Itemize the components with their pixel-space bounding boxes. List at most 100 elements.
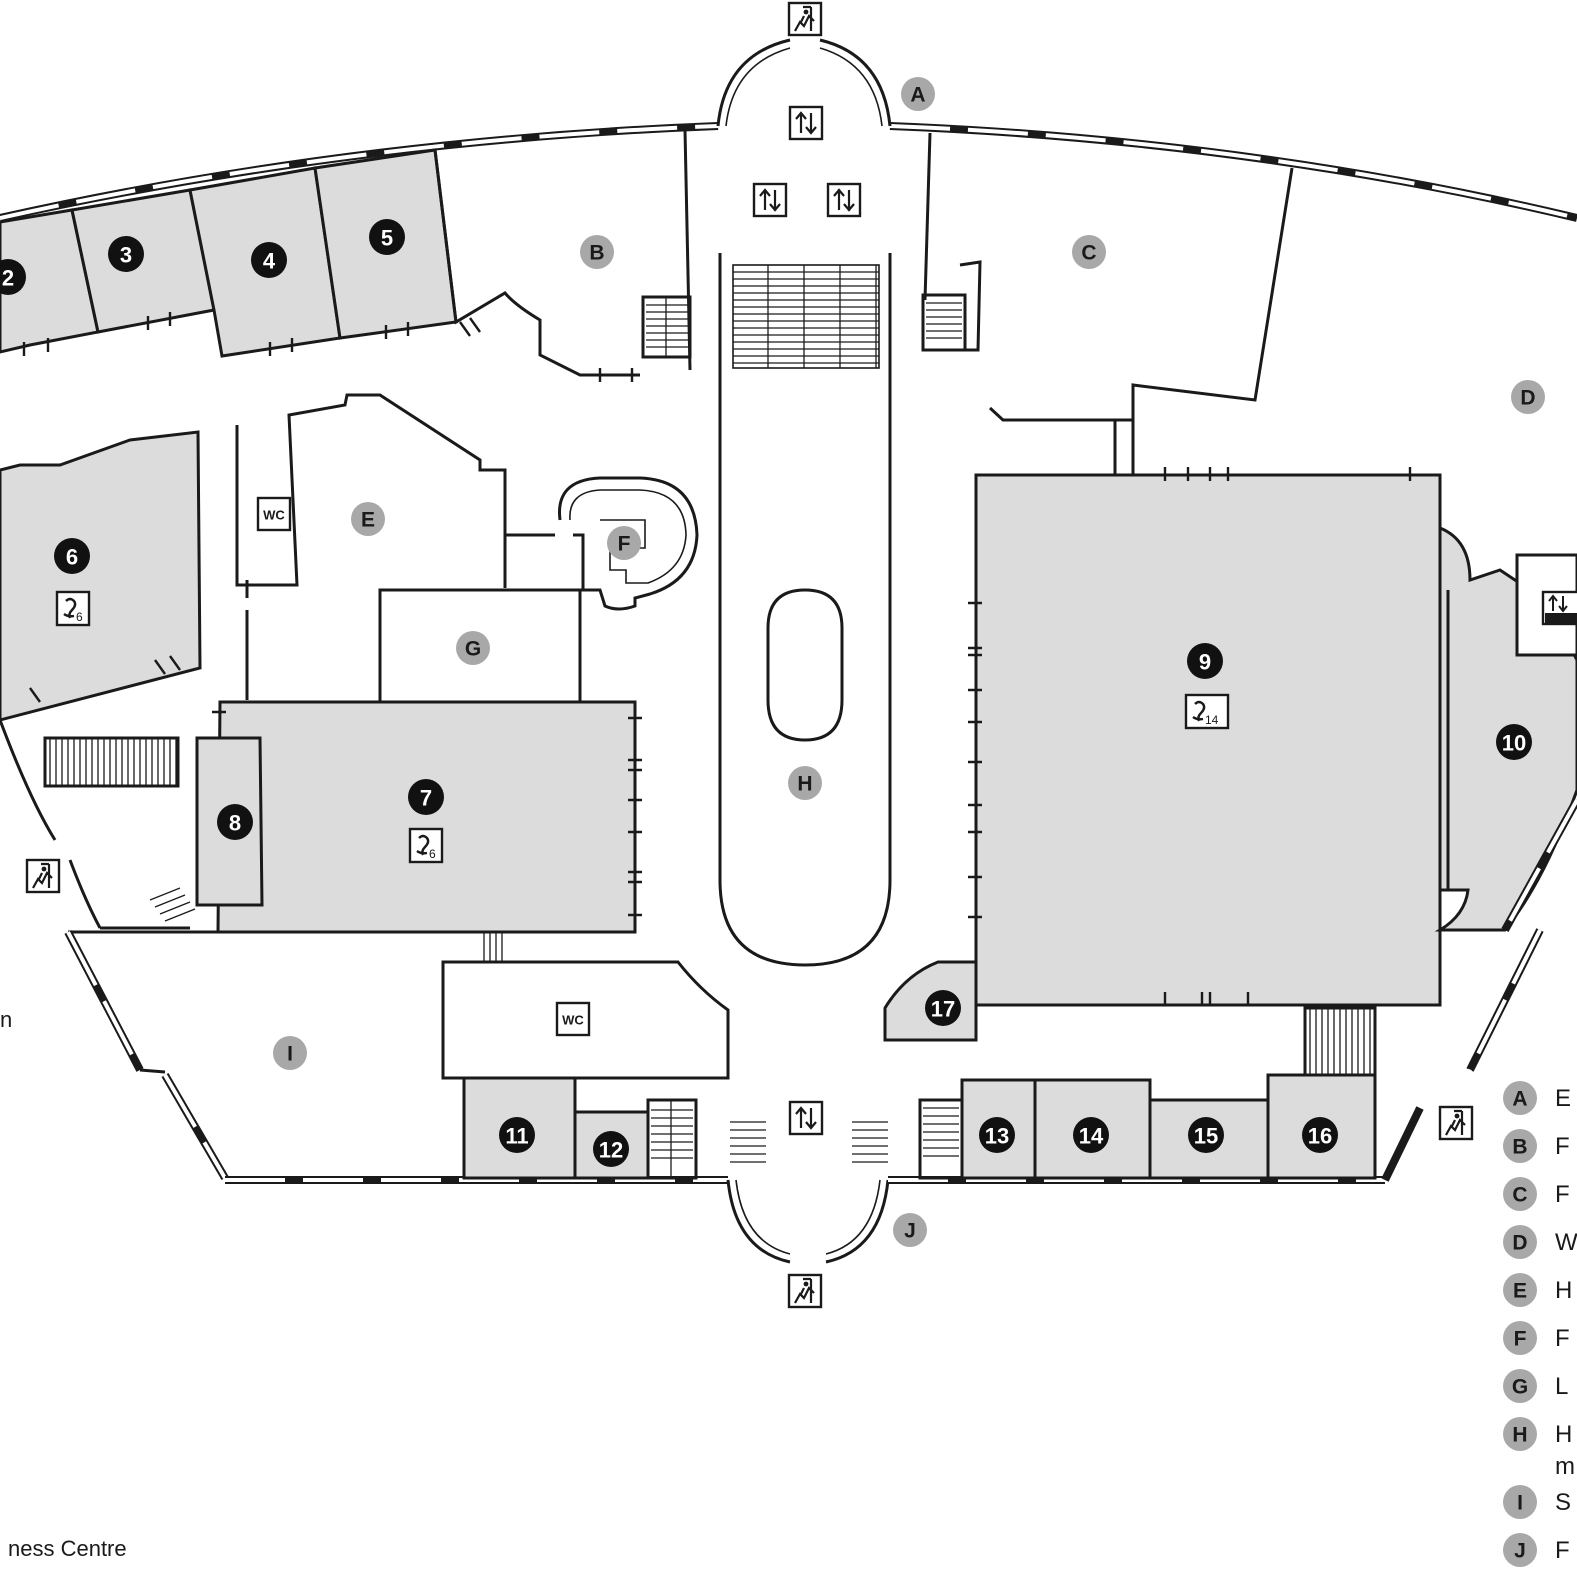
room-marker-10: 10 — [1496, 724, 1532, 760]
room-marker-14: 14 — [1073, 1117, 1109, 1153]
caption-left-edge: n — [0, 1007, 12, 1032]
room-marker-label: 8 — [229, 811, 241, 836]
area-marker-label: C — [1081, 242, 1096, 265]
lift-icon — [826, 182, 862, 218]
room-marker-5: 5 — [369, 219, 405, 255]
room-marker-label: 17 — [931, 997, 955, 1022]
room-marker-17: 17 — [925, 990, 961, 1026]
legend-text: F — [1555, 1133, 1570, 1160]
stairs-west — [0, 719, 196, 930]
room-marker-9: 9 — [1187, 643, 1223, 679]
area-marker-label: A — [910, 84, 925, 107]
room-marker-label: 5 — [381, 226, 393, 251]
feature-F — [558, 476, 699, 611]
legend-text: F — [1555, 1181, 1570, 1208]
legend-text: H — [1555, 1277, 1572, 1304]
room-6 — [0, 430, 202, 722]
area-marker-D: D — [1511, 380, 1545, 414]
emergency-exit-icon — [787, 1273, 823, 1309]
stairs-B — [641, 295, 692, 359]
room-marker-3: 3 — [108, 236, 144, 272]
hearing-loop-icon: 6 — [408, 827, 444, 864]
wc-icon: WC — [256, 496, 292, 532]
legend-key: A — [1512, 1088, 1527, 1111]
wc-label: WC — [562, 1013, 584, 1028]
legend-key: E — [1513, 1280, 1527, 1303]
legend-key: D — [1512, 1232, 1527, 1255]
room-7 — [216, 700, 637, 934]
room-marker-label: 16 — [1308, 1124, 1332, 1149]
room-marker-label: 4 — [263, 249, 276, 274]
room-marker-label: 12 — [599, 1138, 623, 1163]
lift-icon — [788, 1100, 824, 1136]
room-marker-label: 3 — [120, 243, 132, 268]
atrium-H — [718, 253, 892, 967]
area-marker-label: B — [589, 242, 604, 265]
hearing-loop-capacity: 6 — [76, 610, 83, 624]
room-9-area — [968, 420, 1442, 1007]
lift-icon — [788, 105, 824, 141]
emergency-exit-icon — [25, 858, 61, 894]
room-E-outline — [235, 393, 507, 588]
north-entrance — [716, 38, 892, 127]
icons-layer: 6 6 14 WC WC — [25, 1, 1577, 1309]
legend-key: C — [1512, 1184, 1527, 1207]
room-marker-label: 2 — [2, 266, 14, 291]
room-I-area — [64, 930, 728, 1184]
area-marker-label: D — [1520, 387, 1535, 410]
room-marker-8: 8 — [217, 804, 253, 840]
room-marker-label: 9 — [1199, 650, 1211, 675]
area-marker-H: H — [788, 766, 822, 800]
room-2 — [0, 208, 100, 354]
wc-block-south — [441, 960, 730, 1080]
legend-text: S — [1555, 1489, 1571, 1516]
rooms-7-8 — [195, 700, 642, 934]
room-marker-label: 10 — [1502, 731, 1526, 756]
stairs-C — [921, 260, 982, 352]
emergency-exit-icon — [787, 1, 823, 37]
area-marker-I: I — [273, 1036, 307, 1070]
room-3 — [70, 188, 216, 334]
room-marker-label: 7 — [420, 786, 432, 811]
legend-text: F — [1555, 1537, 1570, 1564]
room-marker-15: 15 — [1188, 1117, 1224, 1153]
hearing-loop-icon: 6 — [55, 590, 91, 627]
room-6-area — [0, 430, 202, 722]
room-marker-11: 11 — [499, 1117, 535, 1153]
area-marker-label: H — [797, 773, 812, 796]
caption-bottom-left: ness Centre — [8, 1536, 127, 1561]
room-marker-label: 11 — [505, 1124, 528, 1149]
legend-text: H — [1555, 1421, 1572, 1448]
room-marker-7: 7 — [408, 779, 444, 815]
room-marker-16: 16 — [1302, 1117, 1338, 1153]
legend-text: E — [1555, 1085, 1571, 1112]
room-marker-label: 15 — [1194, 1124, 1218, 1149]
area-marker-J: J — [893, 1213, 927, 1247]
area-marker-label: I — [287, 1043, 293, 1066]
room-9 — [974, 473, 1442, 1007]
area-marker-E: E — [351, 502, 385, 536]
wc-label: WC — [263, 508, 285, 523]
room-marker-label: 13 — [985, 1124, 1009, 1149]
room-marker-2: 2 — [0, 259, 26, 295]
room-marker-12: 12 — [593, 1131, 629, 1167]
room-marker-6: 6 — [54, 538, 90, 574]
area-marker-label: J — [904, 1220, 916, 1243]
north-facade — [0, 122, 1577, 222]
area-marker-C: C — [1072, 235, 1106, 269]
legend-key: B — [1512, 1136, 1527, 1159]
lift-icon — [1541, 590, 1577, 626]
legend-text: m — [1555, 1453, 1575, 1480]
